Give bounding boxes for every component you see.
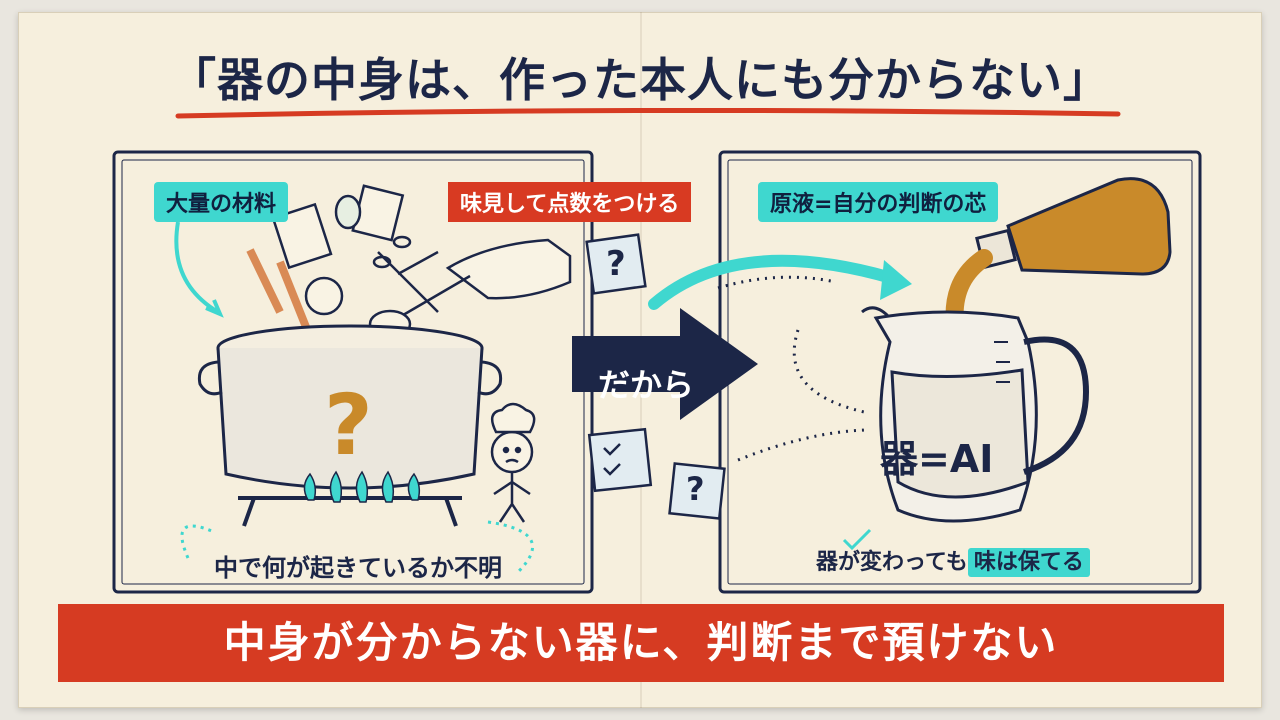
question-card-bottom	[668, 462, 726, 520]
taste-label: 味見して点数をつける	[448, 182, 692, 222]
bottle-icon	[975, 177, 1172, 276]
flow-arrow	[648, 254, 904, 310]
pot-icon	[197, 324, 503, 527]
right-panel-note-highlight: 味は保てる	[967, 548, 1090, 577]
title-underline	[175, 107, 1121, 119]
page-title: 「器の中身は、作った本人にも分からない」	[170, 53, 1110, 107]
question-card-bottom-mark: ?	[686, 470, 705, 508]
dakara-arrow	[572, 308, 758, 420]
ingredients-arrow	[174, 221, 220, 314]
essence-label: 原液=自分の判断の芯	[758, 182, 999, 222]
chef-icon	[490, 402, 536, 523]
right-panel-note: 器が変わっても味は保てる	[816, 544, 1090, 577]
tasting-hand-icon	[368, 238, 572, 339]
pitcher-icon	[861, 306, 1090, 523]
flame-icon	[303, 470, 421, 503]
checklist-card	[587, 427, 653, 493]
arrow-label: だから	[598, 366, 695, 404]
paper-background: 「器の中身は、作った本人にも分からない」	[18, 12, 1262, 708]
pitcher-label: 器=AI	[880, 437, 994, 481]
dotted-arrows	[717, 275, 867, 462]
conclusion-banner: 中身が分からない器に、判断まで預けない	[58, 604, 1224, 682]
check-icon	[842, 528, 872, 551]
question-card-top-mark: ?	[606, 244, 626, 284]
question-card-top	[585, 233, 647, 295]
ingredients-icon	[246, 184, 439, 334]
ingredients-label: 大量の材料	[154, 182, 289, 222]
right-panel-note-prefix: 器が変わっても	[816, 550, 968, 575]
note-dots	[180, 524, 215, 559]
diagram-illustration	[112, 107, 1202, 594]
pot-question-mark: ?	[324, 376, 373, 474]
left-panel-note: 中で何が起きているか不明	[214, 554, 502, 582]
